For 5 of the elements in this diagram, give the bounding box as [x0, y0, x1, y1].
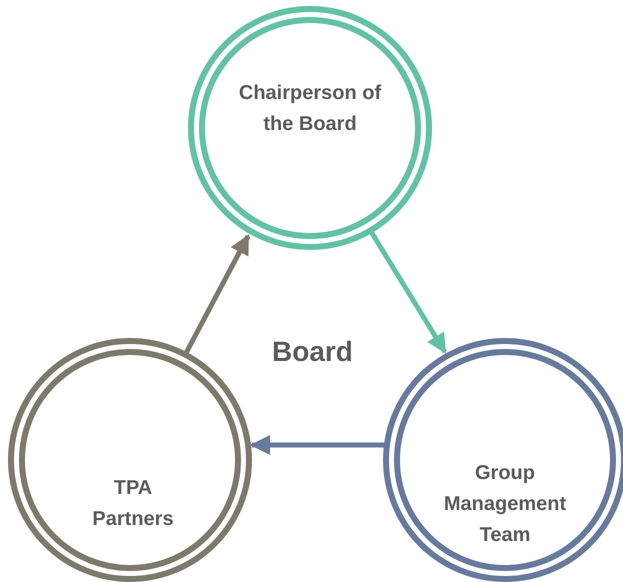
node-label: Chairperson of the Board: [238, 81, 382, 137]
arrow: [250, 435, 384, 455]
diagram-label: Board: [272, 335, 353, 369]
node-label: Group Management Team: [442, 461, 568, 548]
node-label: TPA Partners: [91, 476, 175, 532]
